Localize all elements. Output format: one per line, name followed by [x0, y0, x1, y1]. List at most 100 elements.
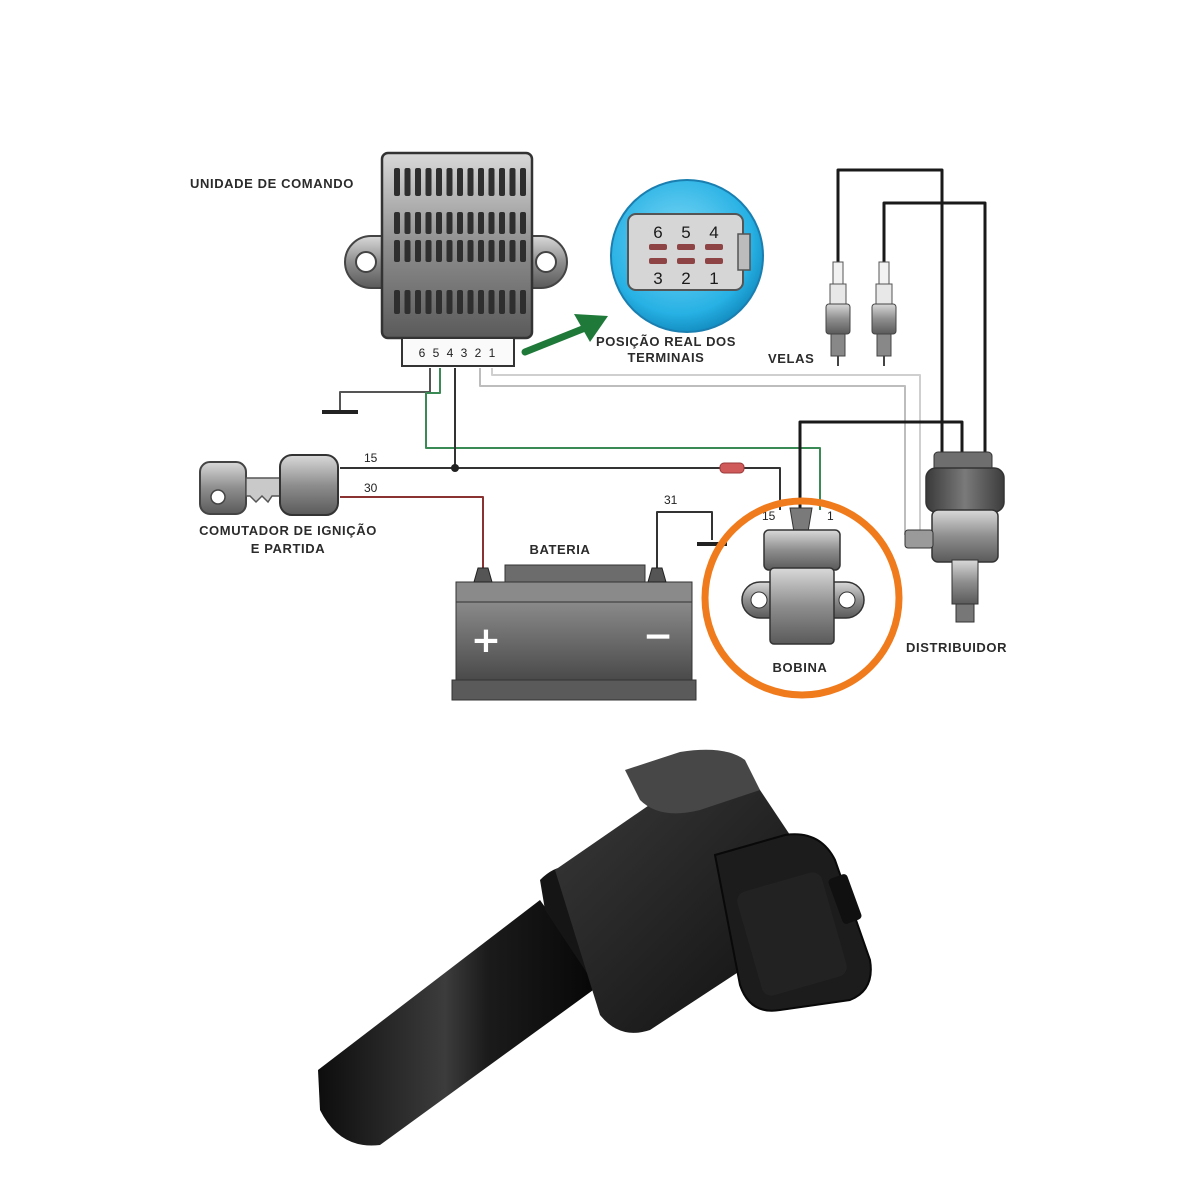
heat-sink-fin [404, 212, 411, 234]
pin-3: 3 [653, 269, 662, 288]
ignition-coil-photo [318, 749, 872, 1146]
key-head [199, 461, 247, 515]
grey-wire-1 [479, 368, 906, 535]
heat-sink-fin [415, 212, 421, 234]
distributor-label: DISTRIBUIDOR [906, 640, 1007, 655]
resistor [719, 462, 745, 474]
ht-wire-1 [836, 168, 944, 455]
coil-terminal-15-label: 15 [762, 509, 776, 523]
heat-sink-fin [394, 168, 400, 196]
coil-photo-connector-face [737, 872, 847, 996]
green-arrow-head [574, 314, 608, 342]
coil-hole-right [838, 591, 856, 609]
heat-sink-fin [446, 168, 453, 196]
battery: BATERIA + − 31 [451, 493, 697, 701]
heat-sink-fin [520, 240, 526, 262]
key-blade [245, 477, 281, 504]
coil-ht-wire [798, 420, 964, 512]
pin-5: 5 [681, 223, 690, 242]
heat-sink-fin [478, 212, 484, 234]
flange-hole-right [535, 251, 557, 273]
ignition-switch-label-line2: E PARTIDA [251, 541, 326, 556]
heat-sink-fin [520, 168, 526, 196]
heat-sink-fin [394, 290, 400, 314]
spark-plug-1 [825, 261, 851, 366]
distributor-gear [955, 603, 975, 623]
wire-31-label: 31 [664, 493, 678, 507]
wire-30 [340, 496, 484, 578]
heat-sink-fin [446, 290, 453, 314]
terminal-negative [647, 567, 667, 583]
heat-sink-fin [488, 168, 495, 196]
terminal-strip-numbers: 6 5 4 3 2 1 [419, 346, 498, 360]
green-arrow-shaft [521, 322, 594, 356]
distributor: DISTRIBUIDOR [904, 451, 1007, 655]
spark-plugs: VELAS [768, 261, 897, 366]
ignition-switch-label-line1: COMUTADOR DE IGNIÇÃO [199, 523, 377, 538]
heat-sink-fin [436, 290, 442, 314]
heat-sink-fin [436, 168, 442, 196]
heat-sink-fin [520, 212, 526, 234]
pin-1: 1 [709, 269, 718, 288]
heat-sink-fin [404, 290, 411, 314]
heat-sink-fin [446, 212, 453, 234]
wire-30-label: 30 [364, 481, 378, 495]
module-ground-wire [339, 368, 431, 410]
green-signal-wire [425, 368, 821, 510]
pin-2: 2 [681, 269, 690, 288]
heat-sink-fin [488, 290, 495, 314]
heat-sink-fin [415, 290, 421, 314]
battery-body [455, 601, 693, 681]
heat-sink-fin [467, 240, 474, 262]
heat-sink-fin [425, 240, 432, 262]
heat-sink-fin [488, 240, 495, 262]
heat-sink-fin [499, 290, 505, 314]
terminal-positive [473, 567, 493, 583]
coil-body [769, 567, 835, 645]
distributor-connector [904, 529, 934, 549]
grey-wire-2 [491, 368, 921, 535]
distributor-body [931, 509, 999, 563]
wire-31 [656, 511, 713, 580]
coil-highlight-circle [701, 497, 903, 699]
wire-15-label: 15 [364, 451, 378, 465]
heat-sink-fin [457, 212, 463, 234]
heat-sink-fin [404, 240, 411, 262]
coil-tower [789, 507, 813, 533]
coil-photo-body [555, 767, 824, 1033]
battery-negative-sign: − [643, 616, 673, 657]
heat-sink-fin [499, 212, 505, 234]
key-hole [210, 489, 226, 505]
heat-sink-fin [457, 168, 463, 196]
distributor-shaft [951, 559, 979, 605]
ignition-coil: 15 1 BOBINA [701, 497, 903, 699]
heat-sink-fin [478, 168, 484, 196]
heat-sink-fin [478, 240, 484, 262]
distributor-cap [925, 467, 1005, 513]
coil-label: BOBINA [773, 660, 828, 675]
terminal-position-callout: 6 5 4 3 2 1 POSIÇÃO REAL DOS TERMINAIS [521, 179, 764, 365]
heat-sink-fin [499, 240, 505, 262]
coil-terminal-1-label: 1 [827, 509, 834, 523]
heat-sink-fin [457, 240, 463, 262]
coil-photo-top-cap [625, 749, 760, 814]
heat-sink-fin [467, 290, 474, 314]
connector-pin-slots [649, 244, 723, 264]
heat-sink-fin [488, 212, 495, 234]
battery-top [455, 581, 693, 603]
heat-sink-fin [478, 290, 484, 314]
terminals-position-label-line2: TERMINAIS [628, 350, 705, 365]
heat-sink-fin [520, 290, 526, 314]
battery-label: BATERIA [529, 542, 590, 557]
wire-15 [340, 467, 781, 510]
coil-hole-left [750, 591, 768, 609]
heat-sink-fin [467, 212, 474, 234]
heat-sink-fin [415, 240, 421, 262]
junction-dot [451, 464, 459, 472]
heat-sink-fin [467, 168, 474, 196]
terminal-strip [401, 337, 515, 367]
heat-sink-fin [499, 168, 505, 196]
heat-sink-fin [509, 212, 516, 234]
coil-photo-latch [828, 874, 862, 924]
